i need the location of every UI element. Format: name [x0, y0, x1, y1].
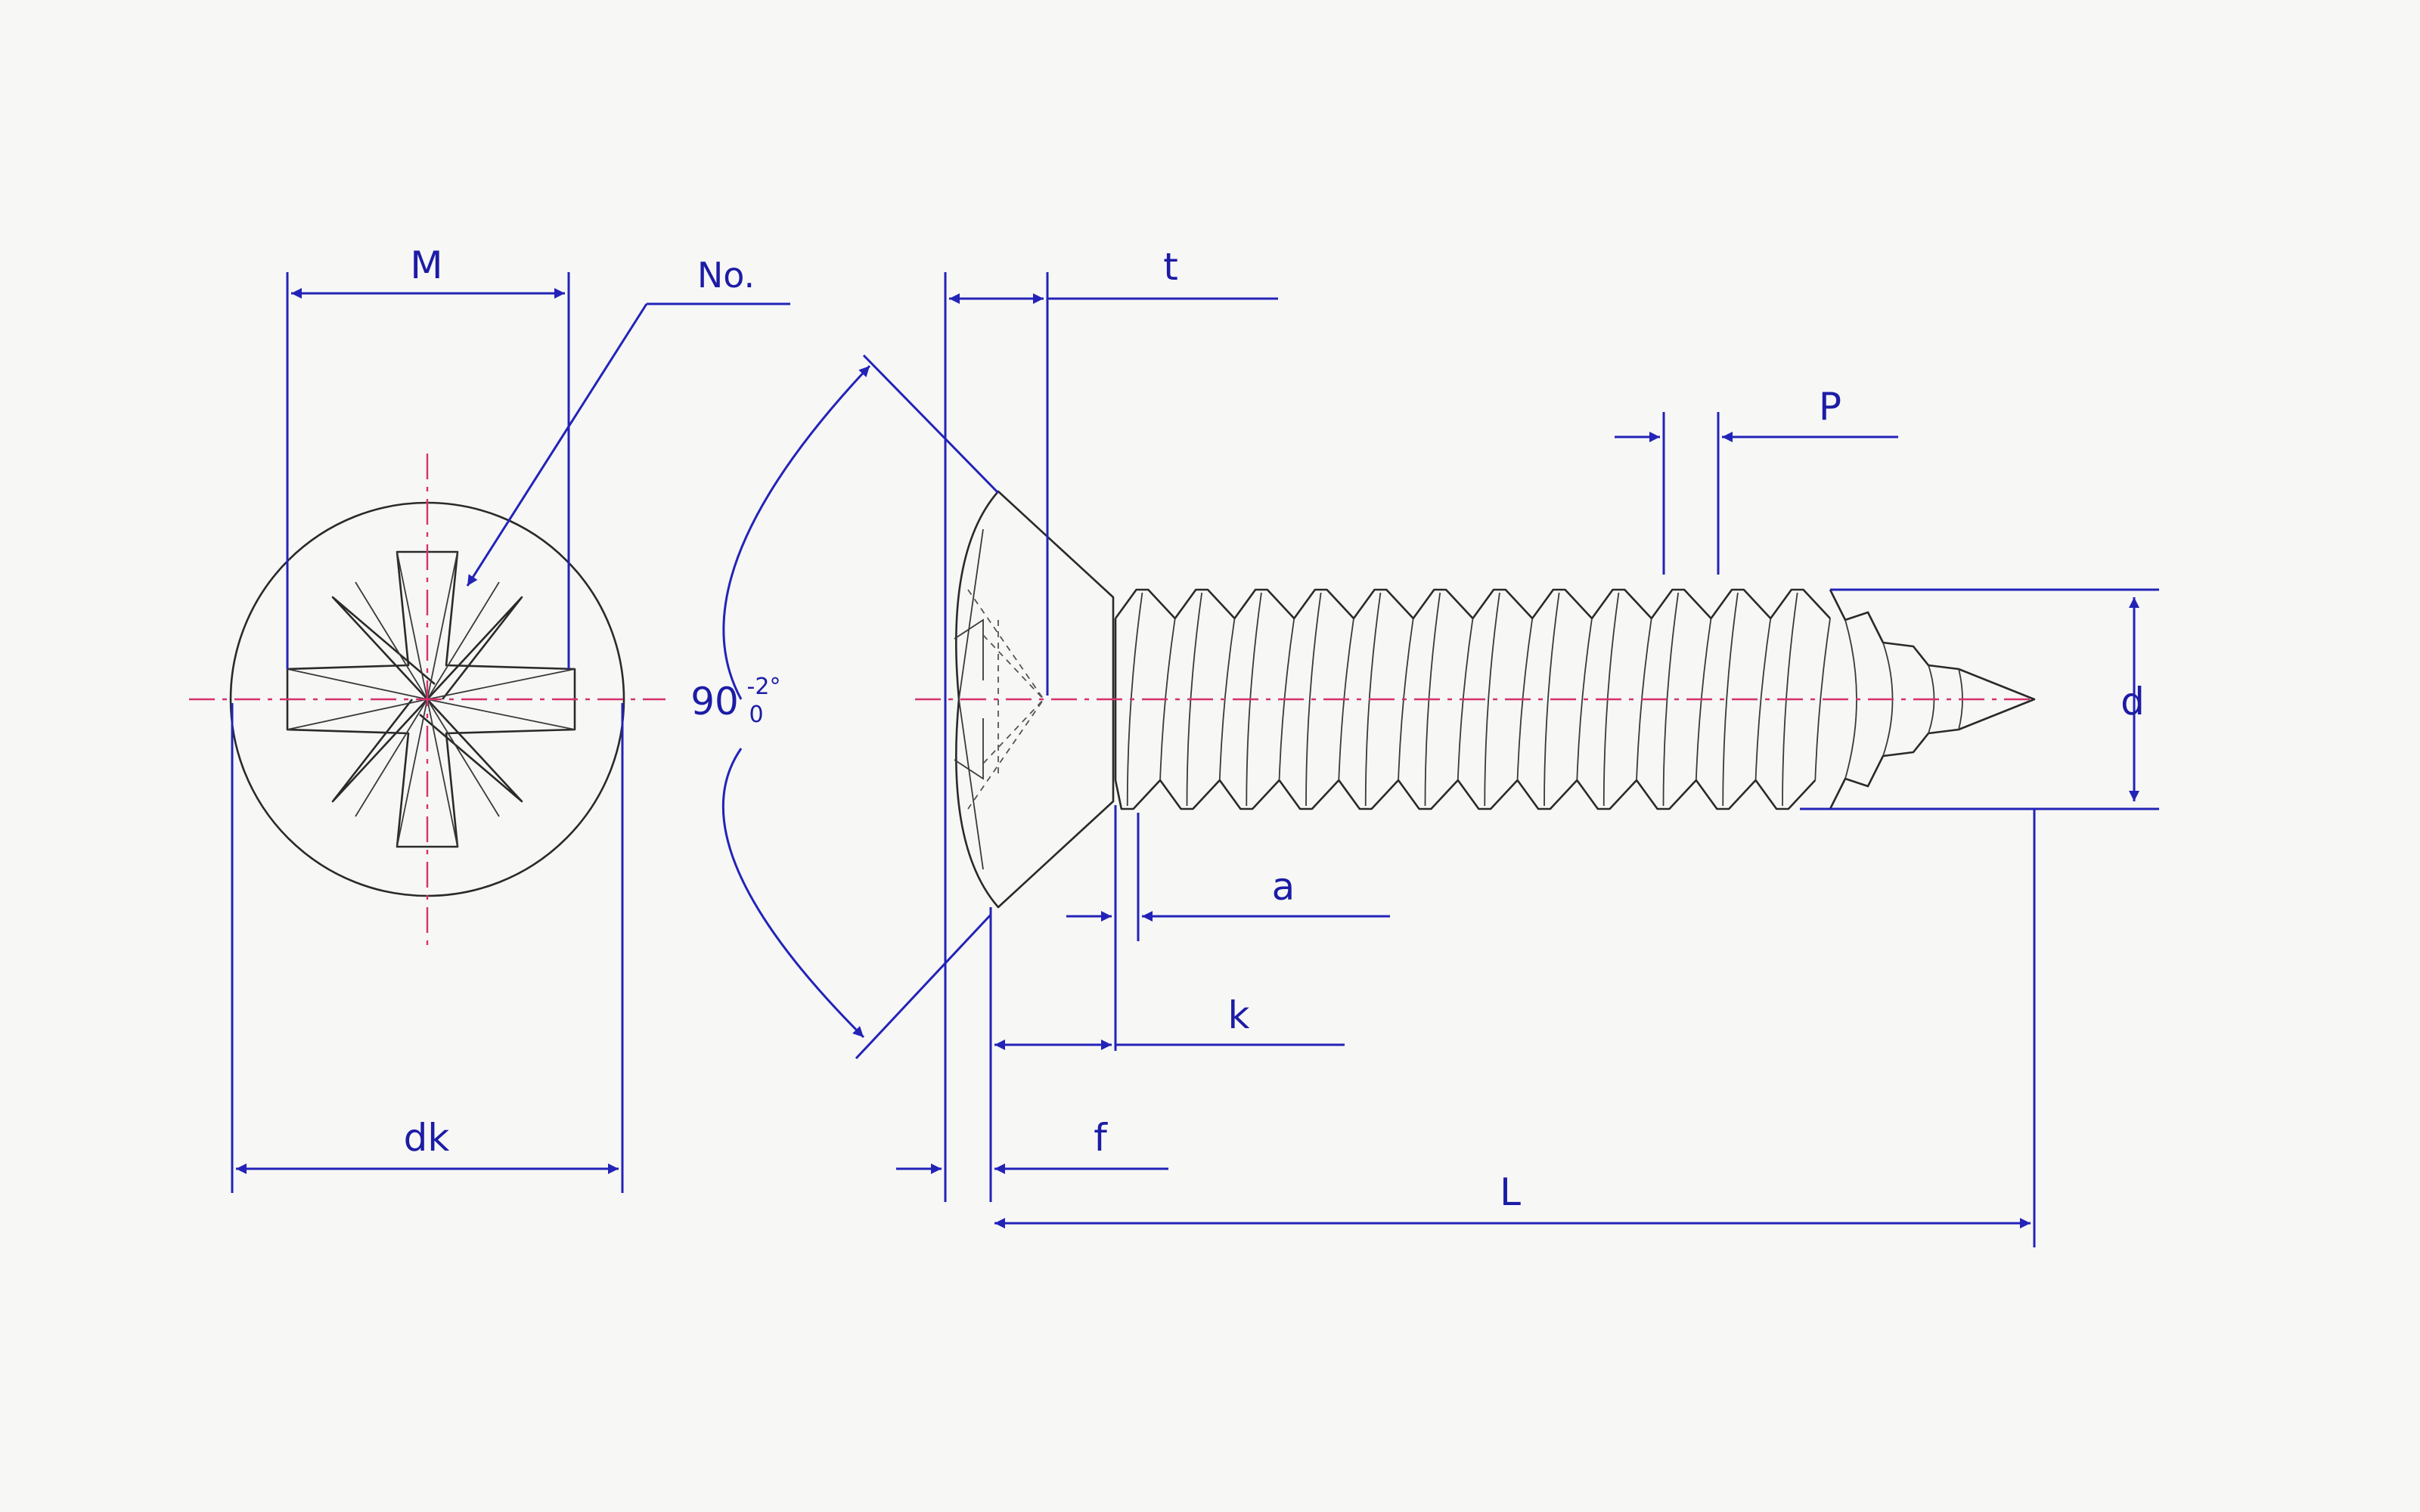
thread-root-line: [1576, 618, 1593, 781]
thread-flank-line: [1484, 592, 1500, 807]
label-P: P: [1819, 385, 1841, 429]
label-No: No.: [697, 255, 755, 296]
pozi-star-blades: [331, 596, 523, 803]
dimension-k: k: [989, 907, 1345, 1202]
dimension-L: L: [994, 809, 2036, 1247]
thread-flank-line: [1126, 592, 1143, 807]
label-d: d: [2121, 680, 2145, 723]
thread-flank-line: [1722, 592, 1739, 807]
dimension-dk: dk: [231, 703, 624, 1193]
label-f: f: [1094, 1116, 1108, 1160]
dimension-f: f: [896, 1116, 1168, 1174]
dimension-t: t: [944, 245, 1278, 1202]
thread-lower-profile: [1114, 779, 1817, 810]
screw-side-view: [915, 490, 2036, 909]
dimension-d: d: [1800, 588, 2159, 810]
thread-root-line: [1754, 618, 1772, 781]
dimension-a: a: [1066, 805, 1390, 1051]
thread-flank-line: [1662, 592, 1680, 807]
recess-inner-lines: [287, 551, 576, 847]
leader-No: No.: [466, 255, 790, 587]
label-dk: dk: [404, 1116, 450, 1160]
thread-root-line: [1814, 618, 1831, 781]
head-slot-lines: [954, 528, 984, 870]
threaded-shank: [1114, 588, 1831, 810]
label-angle-upper-tol: -2°: [747, 674, 781, 700]
label-M: M: [410, 243, 442, 287]
screw-tip: [1829, 589, 2036, 810]
label-k: k: [1228, 993, 1250, 1037]
thread-flank-line: [1305, 592, 1322, 807]
dimension-M: M: [286, 243, 570, 669]
dimension-P: P: [1615, 385, 1898, 575]
label-t: t: [1163, 245, 1178, 289]
label-L: L: [1500, 1170, 1521, 1214]
label-angle-lower-tol: 0: [749, 702, 763, 728]
countersunk-head: [955, 490, 1115, 909]
label-angle: 90: [690, 680, 739, 723]
head-top-view: [189, 454, 666, 945]
label-a: a: [1272, 865, 1295, 909]
dimension-angle: 90 -2° 0: [690, 354, 1000, 1060]
thread-upper-profile: [1114, 588, 1831, 620]
thread-flank-line: [1544, 592, 1560, 807]
